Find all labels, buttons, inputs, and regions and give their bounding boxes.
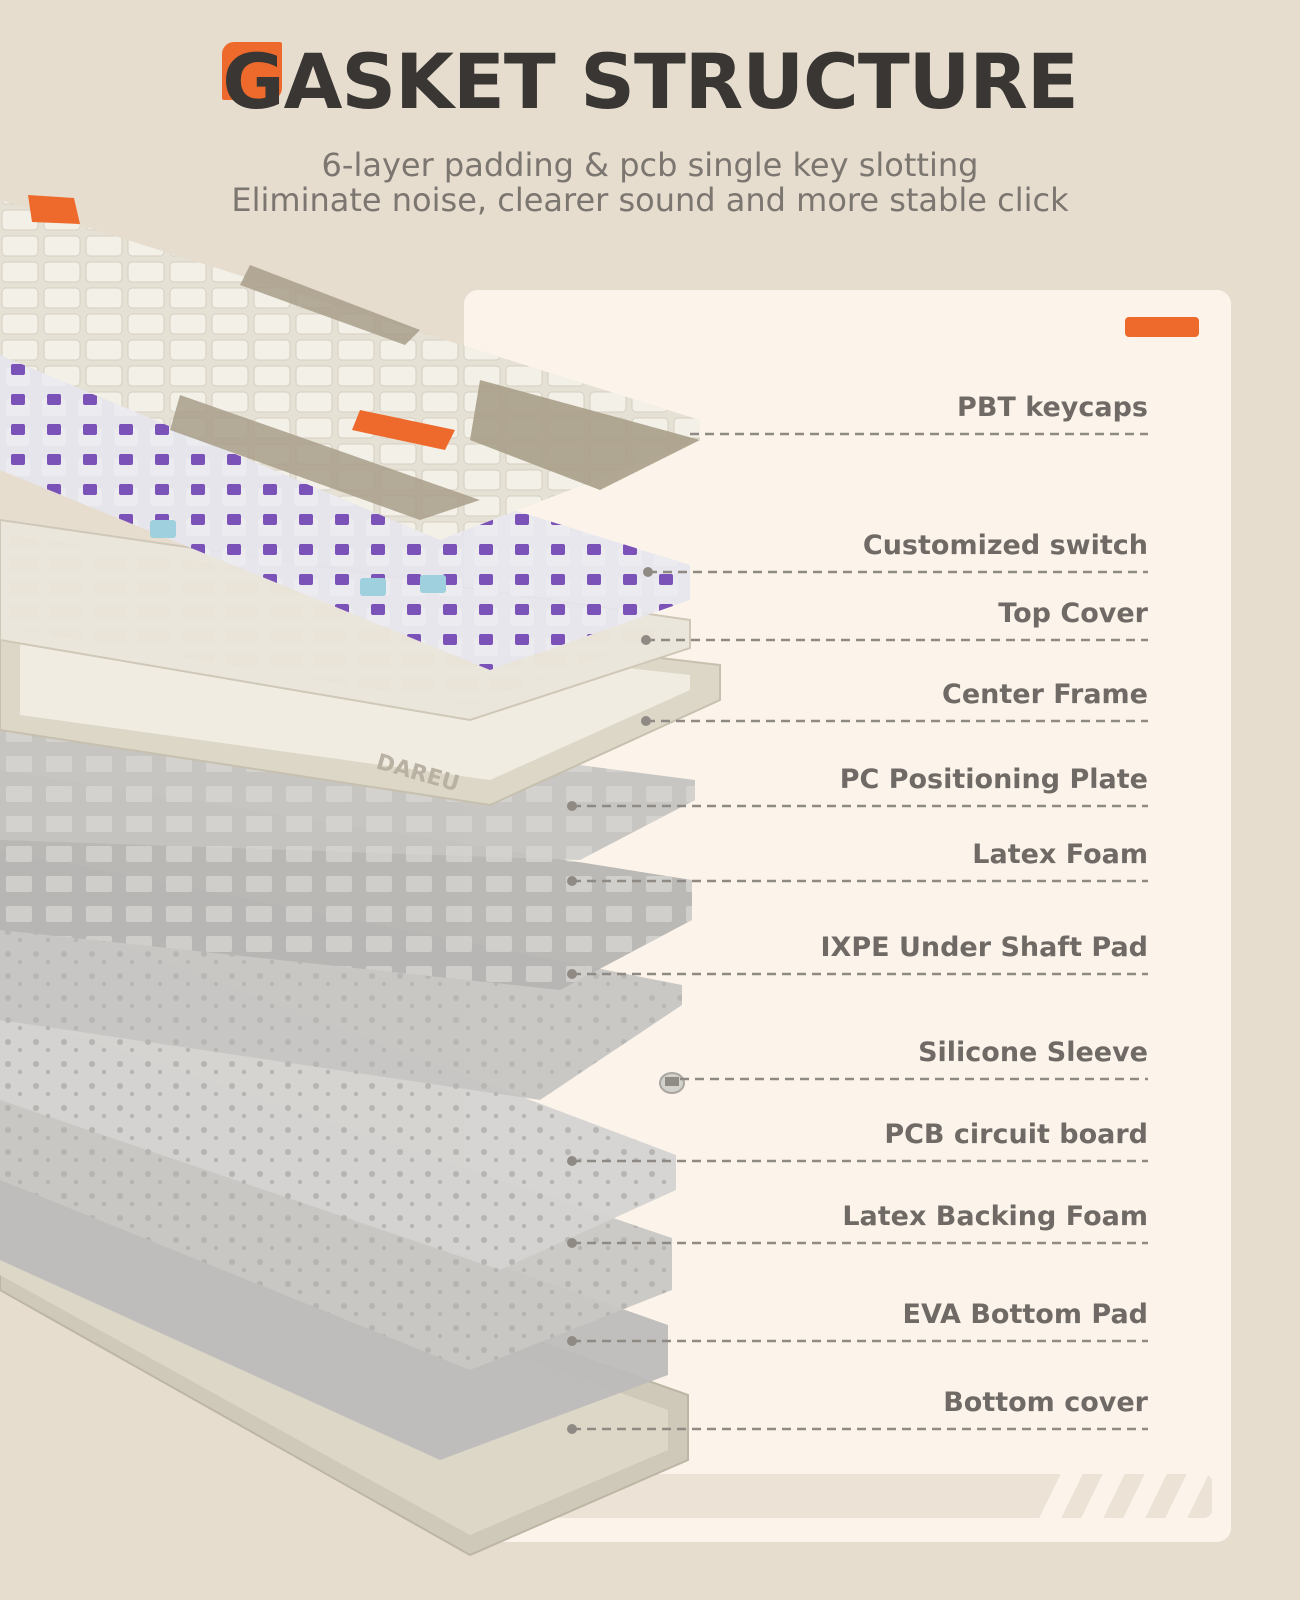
- label-pcb-circuit-board: PCB circuit board: [884, 1119, 1148, 1150]
- label-latex-foam: Latex Foam: [972, 839, 1148, 870]
- panel-accent-tab: [1125, 317, 1199, 337]
- label-customized-switch: Customized switch: [862, 530, 1148, 561]
- label-silicone-sleeve: Silicone Sleeve: [918, 1037, 1148, 1068]
- label-pbt-keycaps: PBT keycaps: [957, 392, 1148, 423]
- title-block: GASKET STRUCTURE: [0, 36, 1300, 128]
- label-eva-bottom-pad: EVA Bottom Pad: [902, 1299, 1148, 1330]
- page-title: GASKET STRUCTURE: [222, 37, 1079, 126]
- label-center-frame: Center Frame: [942, 679, 1148, 710]
- title-accent-mark: [222, 42, 282, 100]
- label-latex-backing-foam: Latex Backing Foam: [842, 1201, 1148, 1232]
- silicone-sleeve-part: [659, 1072, 685, 1094]
- subtitle-line-1: 6-layer padding & pcb single key slottin…: [321, 146, 979, 184]
- subtitle-line-2: Eliminate noise, clearer sound and more …: [231, 181, 1069, 219]
- label-ixpe-under-shaft-pad: IXPE Under Shaft Pad: [820, 932, 1148, 963]
- label-pc-positioning-plate: PC Positioning Plate: [839, 764, 1148, 795]
- label-bottom-cover: Bottom cover: [943, 1387, 1148, 1418]
- label-top-cover: Top Cover: [998, 598, 1148, 629]
